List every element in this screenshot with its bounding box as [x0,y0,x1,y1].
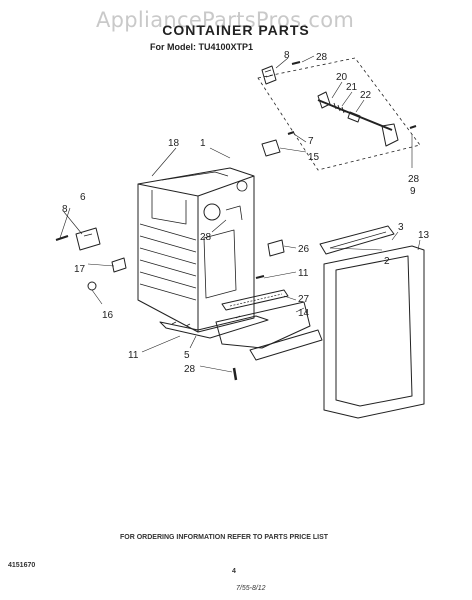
callout: 18 [168,138,180,149]
callout: 21 [346,82,358,93]
part-16-knob [87,281,97,291]
part-17-clip [111,257,127,273]
callout: 27 [298,294,310,305]
part-14-drawer [215,301,311,349]
part-28-screw-bottom [232,367,238,381]
part-21-spring [331,102,347,114]
callout: 20 [336,72,348,83]
callout: 14 [298,308,310,319]
callout: 17 [74,264,86,275]
part-8-screw [55,235,69,241]
part-26-latch [267,239,285,257]
ordering-info: FOR ORDERING INFORMATION REFER TO PARTS … [120,534,329,541]
part-15-bracket [261,139,281,157]
callout: 22 [360,90,372,101]
part-5-base [159,315,269,339]
part-14-handle [249,329,323,361]
part-20-rod [317,99,393,131]
callout: 8 [284,50,290,61]
callout: 3 [398,222,404,233]
part-27-strip [221,289,289,311]
callout: 1 [200,138,206,149]
callout: 28 [184,364,196,375]
page-title: CONTAINER PARTS [162,22,310,38]
callout: 8 [62,204,68,215]
part-28-screw-right [409,125,417,129]
part-13-door-frame [323,245,425,419]
doc-number: 4151670 [8,562,36,569]
callout: 11 [128,350,139,361]
callout: 6 [80,192,86,203]
callout: 28 [408,174,420,185]
callout: 11 [298,268,309,279]
callout: 7 [308,136,314,147]
callout: 28 [200,232,212,243]
callout: 5 [184,350,190,361]
part-2-rail [319,225,395,255]
handwritten-note: 7/55-8/12 [236,585,266,592]
callout: 28 [316,52,328,63]
part-28-screw-top [291,61,301,65]
page-number: 4 [232,568,236,575]
part-6-bracket [75,227,101,251]
callout: 13 [418,230,430,241]
part-22-clip [347,111,361,123]
callout: 16 [102,310,114,321]
part-9-bracket [261,65,277,85]
assembly-outline [257,57,421,171]
watermark: AppliancePartsPros.com [96,8,355,32]
callout: 15 [308,152,320,163]
callout: 2 [384,256,390,267]
part-11-screw [255,275,265,279]
container-body [137,167,255,333]
callout-labels: 8 28 20 21 22 28 9 7 15 1 18 6 8 17 16 2… [62,50,430,375]
callout: 9 [410,186,416,197]
callout: 26 [298,244,310,255]
model-label: For Model: TU4100XTP1 [150,42,254,52]
